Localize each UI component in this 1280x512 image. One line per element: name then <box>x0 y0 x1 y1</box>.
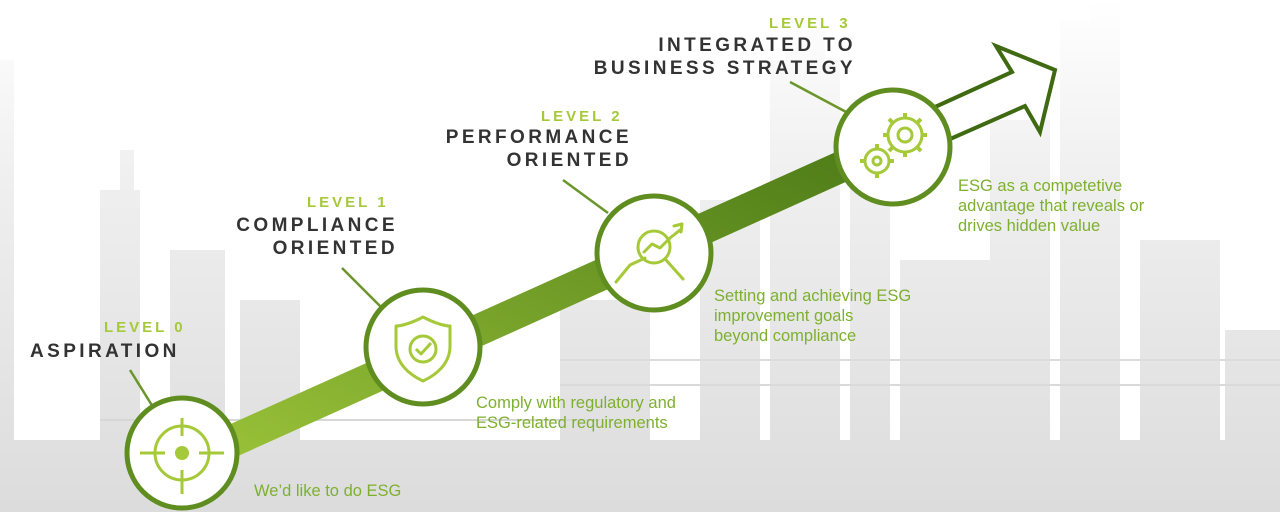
level-1-title: COMPLIANCE ORIENTED <box>236 214 398 260</box>
connector-level-1 <box>341 267 384 310</box>
level-2-label: LEVEL 2 <box>541 108 623 125</box>
level-0-title: ASPIRATION <box>30 340 180 363</box>
level-2-description: Setting and achieving ESG improvement go… <box>714 286 911 346</box>
level-1-node <box>363 287 483 407</box>
level-2-description-line-2: improvement goals <box>714 307 854 325</box>
level-2-title: PERFORMANCE ORIENTED <box>446 126 632 172</box>
level-3-description: ESG as a competetive advantage that reve… <box>958 176 1144 236</box>
level-3-title: INTEGRATED TO BUSINESS STRATEGY <box>594 34 856 80</box>
level-0-label: LEVEL 0 <box>104 319 186 336</box>
level-3-description-line-2: advantage that reveals or <box>958 197 1145 215</box>
level-3-label: LEVEL 3 <box>769 15 851 32</box>
level-0-description-line-1: We’d like to do ESG <box>254 482 402 500</box>
chart-magnifier-icon <box>614 222 685 284</box>
level-2-title-line-2: ORIENTED <box>506 150 632 171</box>
level-1-description-line-2: ESG-related requirements <box>476 414 668 432</box>
level-1-title-line-1: COMPLIANCE <box>236 215 398 236</box>
connector-level-2 <box>562 178 609 215</box>
level-0-title-line-1: ASPIRATION <box>30 341 180 362</box>
level-2-title-line-1: PERFORMANCE <box>445 127 632 148</box>
progression-arrow <box>932 41 1058 143</box>
level-3-description-line-1: ESG as a competetive <box>958 177 1123 195</box>
level-1-label: LEVEL 1 <box>307 194 389 211</box>
connector-level-0 <box>128 369 155 408</box>
level-2-description-line-1: Setting and achieving ESG <box>714 287 912 305</box>
level-1-description: Comply with regulatory and ESG-related r… <box>476 393 676 433</box>
level-0-description: We’d like to do ESG <box>254 481 401 501</box>
target-crosshair-icon <box>140 418 224 494</box>
level-3-node <box>833 87 953 207</box>
level-3-title-line-1: INTEGRATED TO <box>658 35 856 56</box>
level-0-node <box>124 395 240 511</box>
level-2-node <box>594 193 714 313</box>
level-1-description-line-1: Comply with regulatory and <box>476 394 676 412</box>
level-3-title-line-2: BUSINESS STRATEGY <box>593 58 856 79</box>
gears-icon <box>860 113 927 178</box>
level-3-description-line-3: drives hidden value <box>958 217 1101 235</box>
level-2-description-line-3: beyond compliance <box>714 327 857 345</box>
shield-check-icon <box>394 315 452 383</box>
level-1-title-line-2: ORIENTED <box>272 238 398 259</box>
connector-level-3 <box>789 80 849 115</box>
